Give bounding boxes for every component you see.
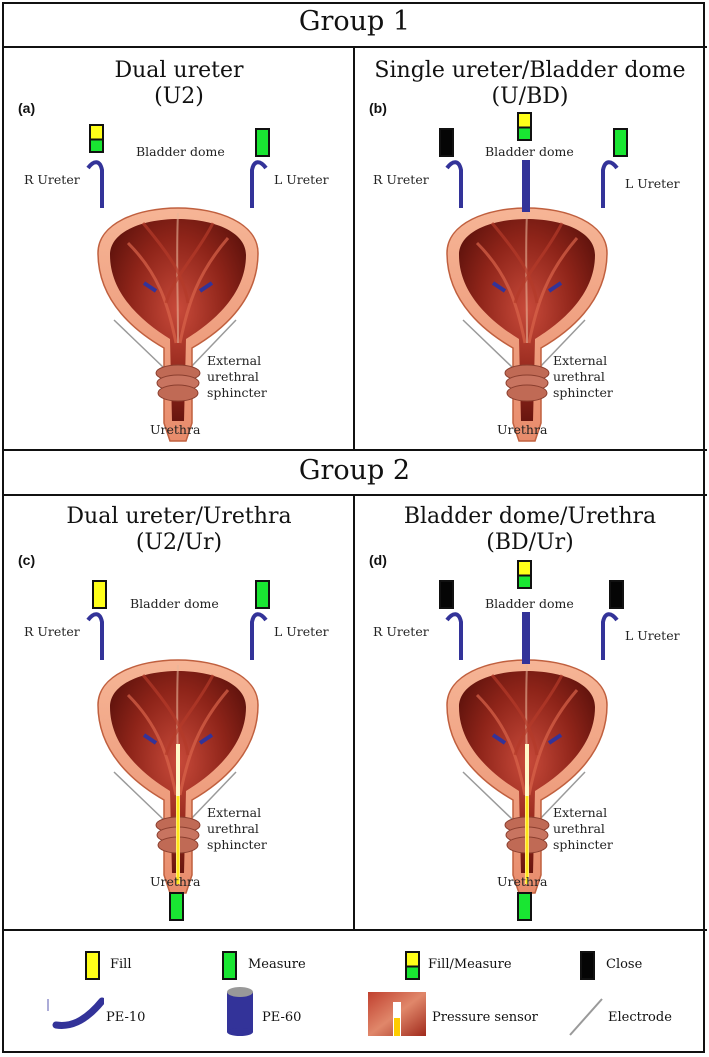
legend-electrode-label: Electrode [608,1010,672,1025]
urethra-label: Urethra [150,422,201,437]
sphincter-label: External [553,805,608,820]
measure-box [169,892,184,921]
r-ureter-label: R Ureter [373,172,429,187]
fill-box [92,580,107,609]
divider [353,46,355,450]
sphincter-label: External [207,805,262,820]
r-ureter-label: R Ureter [373,624,429,639]
legend-fill-measure-label: Fill/Measure [428,957,512,972]
l-ureter-label: L Ureter [625,628,680,643]
pe60-icon [227,987,253,1036]
group-2-title: Group 2 [298,455,411,486]
fill-measure-box [89,124,104,153]
panel-subtitle: (U2/Ur) [135,530,223,555]
legend-pe10-label: PE-10 [106,1010,146,1025]
bladder-dome-label: Bladder dome [485,596,574,611]
l-ureter-label: L Ureter [274,624,329,639]
bladder-illustration [445,160,619,443]
sphincter-label: sphincter [553,385,613,400]
divider [353,494,355,930]
urethra-label: Urethra [497,874,548,889]
legend-close-label: Close [606,957,643,972]
panel-title: Single ureter/Bladder dome [374,58,686,83]
panel-b: Single ureter/Bladder dome (U/BD) (b) Bl… [355,48,705,448]
legend-measure-label: Measure [248,957,306,972]
panel-label: (b) [369,100,387,116]
pe10-icon [47,997,104,1029]
bladder-dome-label: Bladder dome [130,596,219,611]
l-ureter-label: L Ureter [625,176,680,191]
r-ureter-label: R Ureter [24,172,80,187]
urethra-label: Urethra [497,422,548,437]
panel-title: Dual ureter/Urethra [66,504,292,529]
sphincter-label: External [553,353,608,368]
sphincter-label: External [207,353,262,368]
pressure-sensor-icon [368,992,426,1036]
measure-box [255,128,270,157]
sphincter-label: urethral [553,369,605,384]
close-box [609,580,624,609]
bladder-dome-label: Bladder dome [136,144,225,159]
bladder-illustration [86,160,268,443]
measure-box [255,580,270,609]
sphincter-label: sphincter [207,837,267,852]
r-ureter-label: R Ureter [24,624,80,639]
bladder-illustration [86,612,268,895]
panel-title: Bladder dome/Urethra [403,504,657,529]
divider [2,929,707,931]
l-ureter-label: L Ureter [274,172,329,187]
panel-a: Dual ureter (U2) (a) Bladder dome R Uret… [4,48,354,448]
urethra-label: Urethra [150,874,201,889]
divider [2,449,707,451]
panel-c: Dual ureter/Urethra (U2/Ur) (c) Bladder … [4,496,354,928]
panel-subtitle: (U/BD) [491,84,569,109]
legend-pressure-sensor-label: Pressure sensor [432,1010,538,1025]
panel-d: Bladder dome/Urethra (BD/Ur) (d) Bladder… [355,496,705,928]
measure-box [613,128,628,157]
legend-fill-swatch [85,951,100,980]
panel-label: (c) [18,552,36,568]
legend-pe60-label: PE-60 [262,1010,302,1025]
bladder-dome-label: Bladder dome [485,144,574,159]
legend-fill-measure-swatch [405,951,420,980]
sphincter-label: urethral [553,821,605,836]
measure-box [517,892,532,921]
sphincter-label: urethral [207,369,259,384]
fill-measure-box [517,112,532,141]
panel-subtitle: (U2) [154,84,204,109]
electrode-icon [569,998,603,1036]
panel-title: Dual ureter [114,58,244,83]
legend-fill-label: Fill [110,957,132,972]
sphincter-label: urethral [207,821,259,836]
panel-label: (a) [18,100,36,116]
sphincter-label: sphincter [553,837,613,852]
fill-measure-box [517,560,532,589]
panel-subtitle: (BD/Ur) [486,530,574,555]
legend-measure-swatch [222,951,237,980]
close-box [439,580,454,609]
panel-label: (d) [369,552,387,568]
legend-close-swatch [580,951,595,980]
sphincter-label: sphincter [207,385,267,400]
group-1-title: Group 1 [298,6,411,37]
close-box [439,128,454,157]
bladder-illustration [445,612,619,895]
